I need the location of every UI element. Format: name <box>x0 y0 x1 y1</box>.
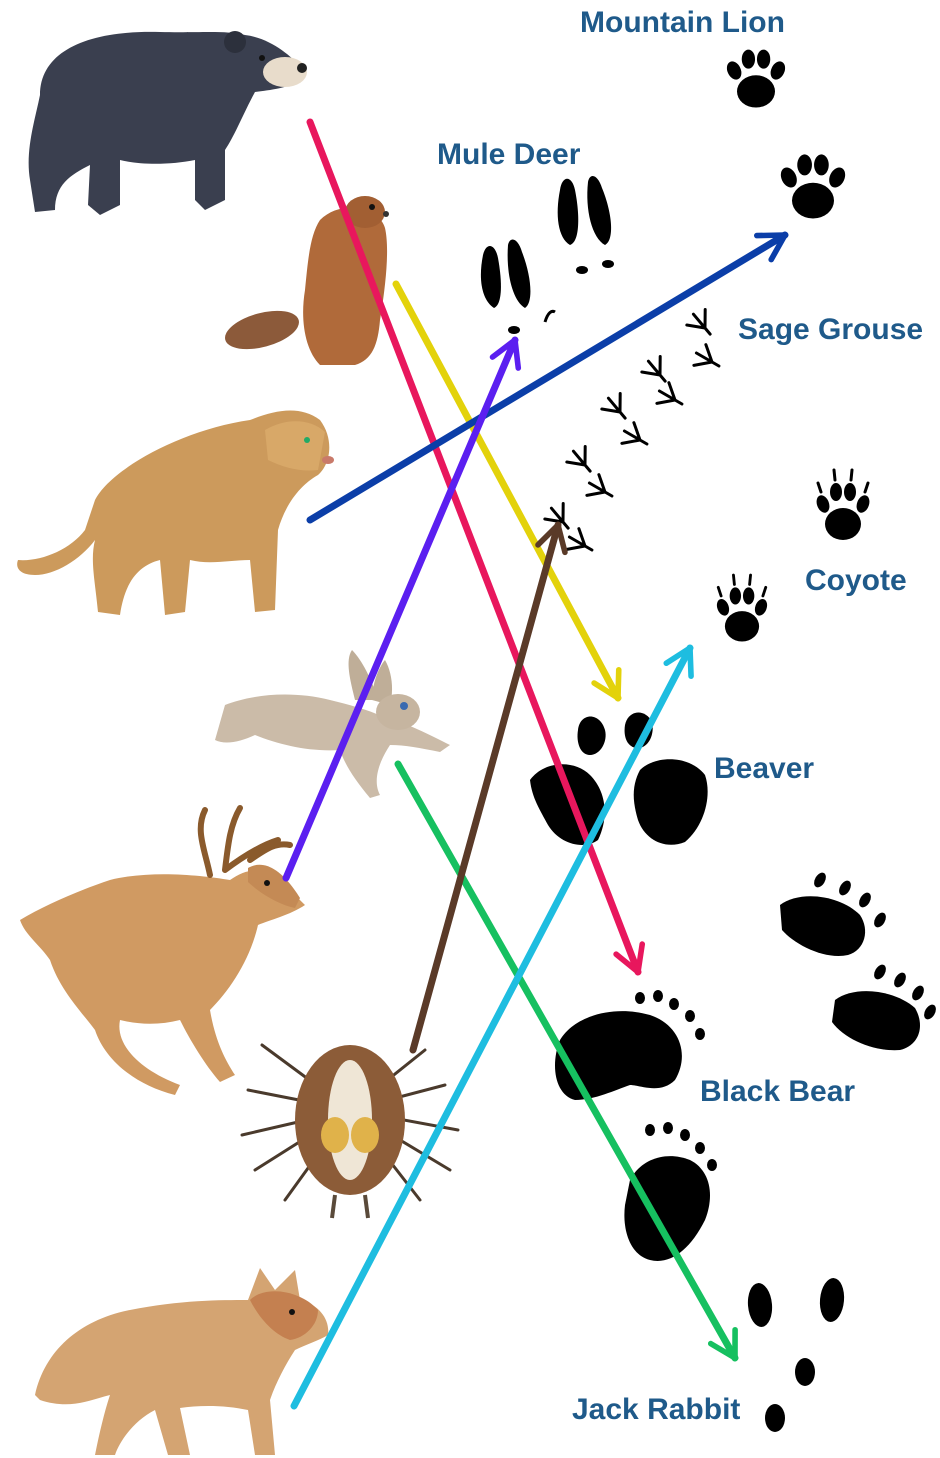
mule-deer-tracks <box>481 176 614 334</box>
mountain-lion-tracks <box>724 50 848 219</box>
mule-deer-illustration <box>20 808 305 1095</box>
label-coyote: Coyote <box>805 564 907 598</box>
label-mountain-lion: Mountain Lion <box>580 6 785 40</box>
coyote-illustration <box>35 1268 328 1455</box>
label-beaver: Beaver <box>714 752 814 786</box>
jack-rabbit-tracks <box>746 1277 846 1432</box>
label-jack-rabbit: Jack Rabbit <box>572 1393 740 1427</box>
black-bear-illustration <box>29 31 307 215</box>
black-bear-tracks <box>555 871 938 1261</box>
sage-grouse-illustration <box>242 1045 458 1218</box>
mountain-lion-illustration <box>17 411 334 615</box>
label-mule-deer: Mule Deer <box>437 138 580 172</box>
label-sage-grouse: Sage Grouse <box>738 313 923 347</box>
label-black-bear: Black Bear <box>700 1075 855 1109</box>
arrow-jack-rabbit <box>398 764 735 1358</box>
coyote-tracks <box>715 470 872 642</box>
sage-grouse-tracks <box>542 306 725 560</box>
beaver-illustration <box>221 196 389 365</box>
